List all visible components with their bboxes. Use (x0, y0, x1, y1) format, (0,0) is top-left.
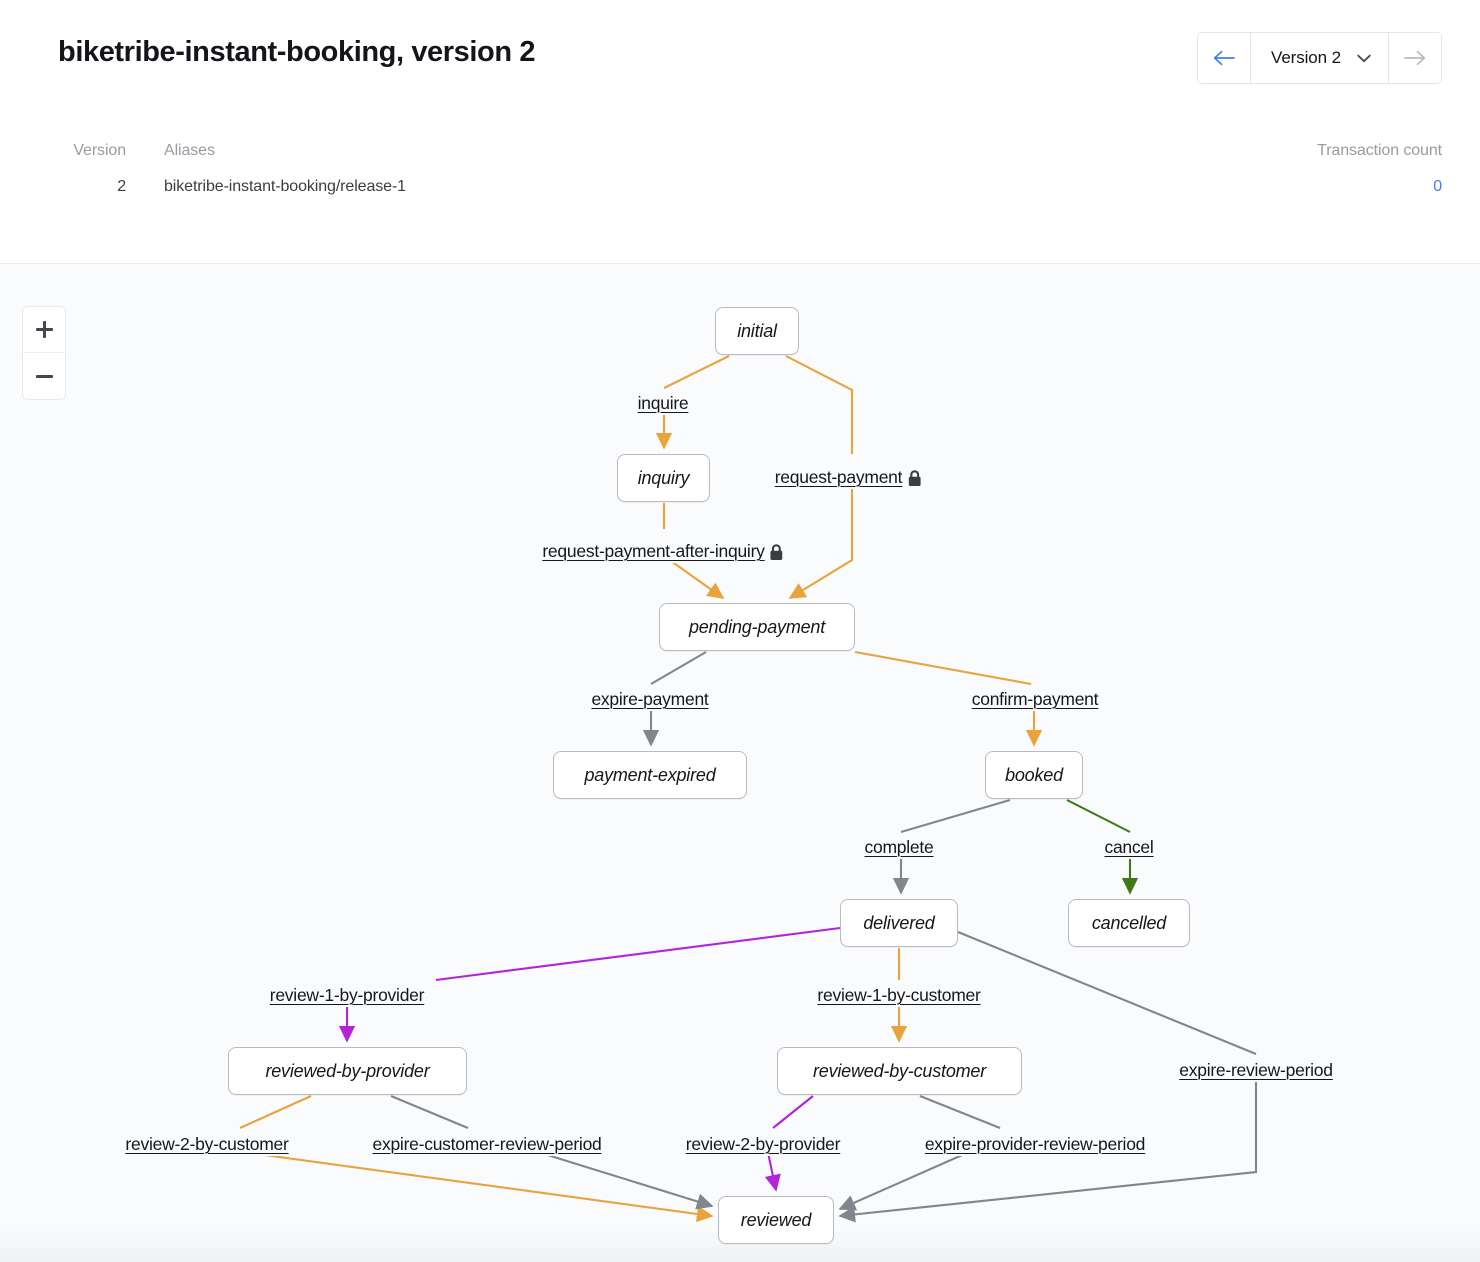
chevron-down-icon (1357, 54, 1371, 62)
edge-expire-customer-review-period (390, 1095, 469, 1129)
edge-label-text: request-payment-after-inquiry (542, 541, 765, 561)
edge-label-expire-customer-review-period[interactable]: expire-customer-review-period (369, 1133, 605, 1156)
edge-label-review-1-by-provider[interactable]: review-1-by-provider (266, 984, 428, 1007)
edge-label-request-payment-after-inquiry[interactable]: request-payment-after-inquiry (539, 540, 787, 563)
edge-label-text: expire-customer-review-period (372, 1134, 602, 1154)
node-label: reviewed-by-customer (812, 1060, 987, 1081)
version-select[interactable]: Version 2 (1251, 33, 1388, 83)
edge-label-expire-provider-review-period[interactable]: expire-provider-review-period (921, 1133, 1149, 1156)
node-label: initial (737, 320, 777, 341)
node-label: payment-expired (584, 764, 716, 785)
edge-label-request-payment[interactable]: request-payment (771, 466, 925, 489)
edge-label-text: complete (864, 837, 934, 857)
node-cancelled[interactable]: cancelled (1068, 899, 1190, 947)
node-pending-payment[interactable]: pending-payment (659, 603, 855, 651)
cell-transaction-count[interactable]: 0 (1433, 178, 1442, 195)
node-reviewed[interactable]: reviewed (718, 1196, 834, 1244)
edge-label-inquire[interactable]: inquire (634, 392, 692, 415)
zoom-in-button[interactable] (23, 307, 65, 353)
edge-label-expire-payment[interactable]: expire-payment (588, 688, 712, 711)
node-label: cancelled (1091, 912, 1167, 933)
edge-label-text: cancel (1104, 837, 1154, 857)
zoom-out-button[interactable] (23, 353, 65, 399)
page-header: biketribe-instant-booking, version 2 Ver… (0, 0, 1480, 264)
edge-request-payment-2 (788, 482, 854, 599)
edge-label-text: inquire (637, 393, 689, 413)
edge-label-review-2-by-customer[interactable]: review-2-by-customer (122, 1133, 292, 1156)
node-payment-expired[interactable]: payment-expired (553, 751, 747, 799)
edge-request-payment-after-inquiry-2 (663, 555, 725, 599)
edge-label-text: request-payment (774, 467, 903, 487)
edge-label-text: review-2-by-provider (685, 1134, 841, 1154)
edge-expire-review-period (957, 931, 1257, 1055)
edge-complete (900, 798, 1011, 834)
edge-label-expire-review-period[interactable]: expire-review-period (1176, 1059, 1336, 1082)
edge-review-2-by-provider (772, 1095, 814, 1129)
version-select-label: Version 2 (1271, 48, 1341, 67)
previous-version-button[interactable] (1198, 33, 1252, 83)
edge-label-text: expire-payment (591, 689, 709, 709)
edge-expire-review-period-2 (838, 1074, 1258, 1223)
column-header-transaction-count: Transaction count (1317, 142, 1442, 159)
version-meta-table: Version Aliases Transaction count 2 bike… (58, 132, 1442, 212)
version-switcher: Version 2 (1197, 32, 1442, 84)
edge-expire-provider-review-period-2 (838, 1147, 979, 1211)
next-version-button (1388, 33, 1441, 83)
node-inquiry[interactable]: inquiry (617, 454, 710, 502)
node-label: reviewed (740, 1209, 812, 1230)
edge-label-review-2-by-provider[interactable]: review-2-by-provider (682, 1133, 844, 1156)
node-reviewed-by-customer[interactable]: reviewed-by-customer (777, 1047, 1022, 1095)
node-label: delivered (863, 912, 935, 933)
cell-alias: biketribe-instant-booking/release-1 (164, 178, 406, 195)
edge-expire-provider-review-period (919, 1095, 1001, 1129)
edge-review-1-by-provider (435, 926, 841, 982)
node-label: pending-payment (688, 616, 826, 637)
edge-label-confirm-payment[interactable]: confirm-payment (968, 688, 1102, 711)
edge-label-text: expire-provider-review-period (924, 1134, 1146, 1154)
arrow-left-icon (1213, 50, 1235, 66)
edge-request-payment (785, 355, 854, 454)
node-label: reviewed-by-provider (265, 1060, 430, 1081)
node-delivered[interactable]: delivered (840, 899, 958, 947)
lock-icon (770, 543, 784, 561)
edge-label-text: review-2-by-customer (125, 1134, 289, 1154)
arrow-right-icon (1404, 50, 1426, 66)
zoom-controls (22, 306, 66, 400)
edge-label-text: expire-review-period (1179, 1060, 1333, 1080)
edge-label-text: review-1-by-provider (269, 985, 425, 1005)
edge-inquire (663, 355, 730, 389)
column-header-aliases: Aliases (164, 142, 215, 159)
graph-edge-layer (212, 355, 1258, 1223)
edge-review-2-by-customer (239, 1095, 312, 1129)
graph-canvas[interactable]: initial inquiry pending-payment payment-… (0, 264, 1480, 1262)
edge-label-complete[interactable]: complete (861, 836, 937, 859)
node-initial[interactable]: initial (715, 307, 799, 355)
edge-label-cancel[interactable]: cancel (1101, 836, 1157, 859)
node-reviewed-by-provider[interactable]: reviewed-by-provider (228, 1047, 467, 1095)
edge-label-text: review-1-by-customer (817, 985, 981, 1005)
edge-label-review-1-by-customer[interactable]: review-1-by-customer (814, 984, 984, 1007)
page-title: biketribe-instant-booking, version 2 (58, 36, 536, 68)
edge-label-text: confirm-payment (971, 689, 1099, 709)
node-label: inquiry (637, 467, 690, 488)
edge-expire-payment (650, 651, 707, 685)
edge-confirm-payment (854, 650, 1032, 686)
edge-expire-customer-review-period-2 (524, 1146, 714, 1210)
edge-review-2-by-customer-2 (212, 1146, 714, 1223)
column-header-version: Version (73, 142, 126, 159)
cell-version: 2 (117, 178, 126, 195)
node-label: booked (1005, 764, 1063, 785)
edge-cancel (1066, 799, 1131, 833)
lock-icon (907, 469, 921, 487)
node-booked[interactable]: booked (985, 751, 1083, 799)
